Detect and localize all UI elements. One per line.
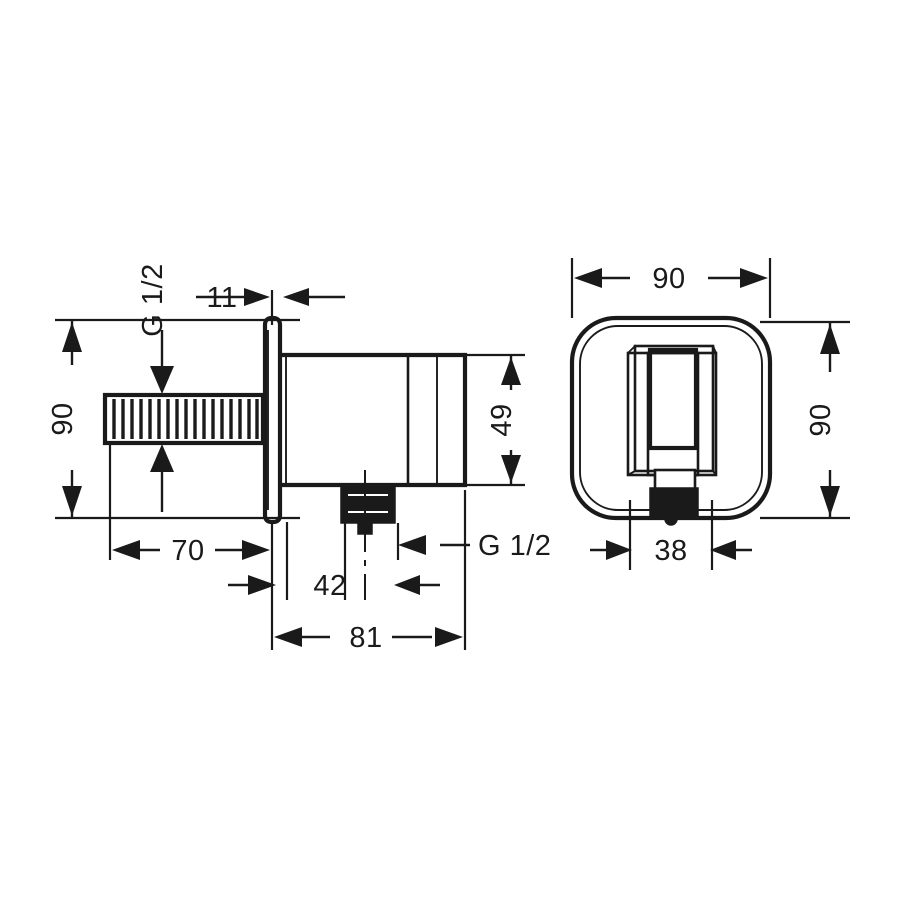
dimension-label-height-90: 90 <box>47 402 79 435</box>
front-body-bevel-tr <box>712 345 717 354</box>
dimension-outlet-offset-42: 42 <box>228 570 440 602</box>
dimension-front-width-90: 90 <box>574 263 768 295</box>
arrow-right <box>248 575 276 595</box>
arrow-inlet-up <box>150 444 174 472</box>
dimension-label-81: 81 <box>349 622 382 654</box>
label-outlet-thread: G 1/2 <box>398 530 551 562</box>
arrow-down <box>820 486 840 516</box>
side-view-extension-lines <box>55 290 525 650</box>
outlet-thread-body <box>340 486 396 524</box>
dimension-label-body-49: 49 <box>486 403 518 436</box>
dimension-front-height-90: 90 <box>805 322 840 518</box>
body-block <box>280 352 468 488</box>
dimension-depth-81: 81 <box>274 622 463 654</box>
arrow-left <box>574 268 602 288</box>
inlet-thread-body <box>102 392 266 446</box>
arrow-right <box>740 268 768 288</box>
arrow-down <box>501 455 521 483</box>
side-section-view: 90 11 G 1/2 <box>47 263 551 654</box>
front-body-bevel-bl <box>627 470 636 476</box>
dimension-label-42: 42 <box>313 570 346 602</box>
arrow-left <box>274 627 302 647</box>
outlet-nipple <box>340 484 396 535</box>
arrow-right <box>244 288 270 306</box>
arrow-right <box>435 627 463 647</box>
label-inlet-thread: G 1/2 <box>137 263 174 512</box>
dimension-outlet-width-38: 38 <box>590 535 752 567</box>
arrow-down <box>62 486 82 516</box>
label-text-inlet-g12: G 1/2 <box>137 263 169 336</box>
front-body-bevel-tl <box>627 345 636 354</box>
dimension-label-38: 38 <box>654 535 687 567</box>
arrow-left <box>710 540 736 560</box>
dimension-body-height-49: 49 <box>486 355 521 485</box>
arrow-right <box>606 540 632 560</box>
arrow-outlet-left <box>398 535 426 555</box>
arrow-up <box>501 357 521 385</box>
arrow-up <box>62 322 82 352</box>
dimension-flange-thickness-11: 11 <box>196 282 345 314</box>
arrow-left <box>394 575 420 595</box>
arrow-left <box>283 288 309 306</box>
front-view: 90 90 38 <box>569 258 850 570</box>
label-text-outlet-g12: G 1/2 <box>478 530 551 562</box>
arrow-left <box>112 540 140 560</box>
dimension-label-70: 70 <box>171 535 204 567</box>
dimension-side-height-90: 90 <box>47 320 82 518</box>
arrow-inlet-down <box>150 366 174 394</box>
front-outlet-nipple <box>649 468 699 526</box>
front-body-bevel-br <box>712 470 717 476</box>
front-view-extension-lines <box>570 258 850 570</box>
dimension-label-front-height-90: 90 <box>805 403 837 436</box>
dimension-label-flange-11: 11 <box>206 282 237 314</box>
dimension-label-front-width-90: 90 <box>652 263 685 295</box>
thread-knurl-hatching <box>112 399 259 439</box>
escutcheon-plate-profile <box>262 315 283 525</box>
dimension-thread-projection-70: 70 <box>112 535 270 567</box>
arrow-right <box>242 540 270 560</box>
front-outlet-tip <box>664 512 678 526</box>
arrow-up <box>820 324 840 354</box>
